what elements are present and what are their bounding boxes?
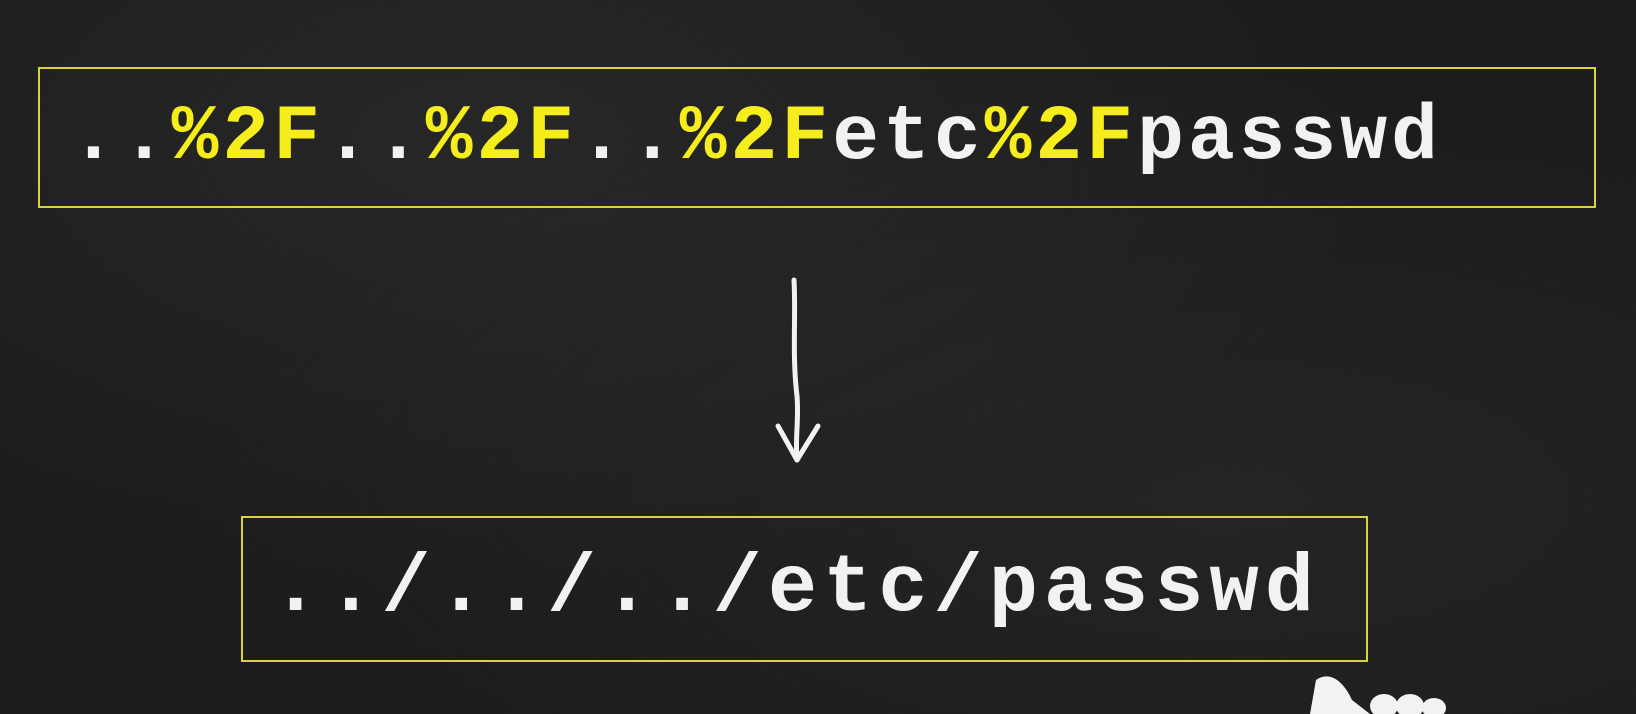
arrow-down-icon [770, 276, 830, 481]
encoded-segment: passwd [1137, 93, 1442, 182]
hand-pointer-icon [1310, 670, 1470, 714]
encoded-slash-segment: %2F [171, 93, 325, 182]
encoded-path-box: ..%2F..%2F..%2Fetc%2Fpasswd [38, 67, 1596, 208]
encoded-path-text: ..%2F..%2F..%2Fetc%2Fpasswd [70, 99, 1442, 177]
encoded-segment: .. [324, 93, 426, 182]
encoded-segment: .. [578, 93, 680, 182]
encoded-slash-segment: %2F [679, 93, 833, 182]
encoded-segment: .. [70, 93, 172, 182]
decoded-path-box: ../../../etc/passwd [241, 516, 1368, 662]
encoded-slash-segment: %2F [984, 93, 1138, 182]
decoded-path-text: ../../../etc/passwd [271, 542, 1320, 635]
encoded-segment: etc [832, 93, 985, 182]
encoded-slash-segment: %2F [425, 93, 579, 182]
